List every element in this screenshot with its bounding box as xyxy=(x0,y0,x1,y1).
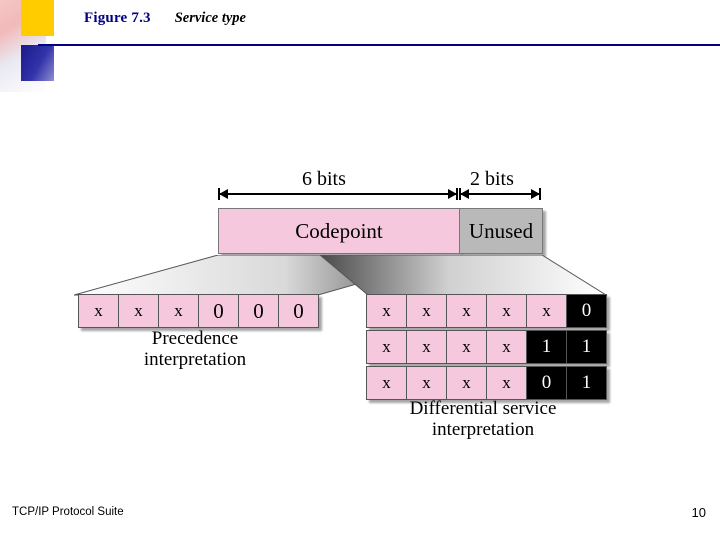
box-codepoint: Codepoint xyxy=(218,208,460,254)
bit-cell: x xyxy=(158,294,199,328)
bit-cell: x xyxy=(486,330,527,364)
bit-cell: x xyxy=(366,294,407,328)
bitrow-ds-3: x x x x 0 1 xyxy=(366,366,607,400)
caption-differential-service: Differential service interpretation xyxy=(366,398,600,440)
box-unused: Unused xyxy=(459,208,543,254)
bitrow-ds-1: x x x x x 0 xyxy=(366,294,607,328)
bit-cell: x xyxy=(486,294,527,328)
bit-cell: x xyxy=(406,330,447,364)
bit-cell: x xyxy=(526,294,567,328)
corner-yellow-block xyxy=(21,0,54,36)
label-2-bits: 2 bits xyxy=(470,168,514,190)
label-6-bits: 6 bits xyxy=(302,168,346,190)
caption-precedence: Precedence interpretation xyxy=(78,328,312,370)
bit-cell: 1 xyxy=(566,366,607,400)
caption-precedence-line2: interpretation xyxy=(143,349,247,370)
bit-cell: 1 xyxy=(526,330,567,364)
caption-precedence-line1: Precedence xyxy=(151,328,239,349)
figure-label: Figure 7.3 xyxy=(84,10,151,26)
arrow-2-bits xyxy=(459,188,541,200)
bitrow-precedence: x x x 0 0 0 xyxy=(78,294,319,328)
decorative-corner xyxy=(0,0,78,92)
corner-blue-block xyxy=(21,45,54,81)
page-title: Service type xyxy=(174,10,246,26)
bit-cell: x xyxy=(118,294,159,328)
caption-ds-line2: interpretation xyxy=(431,419,535,440)
bit-cell: x xyxy=(366,366,407,400)
bit-cell: x xyxy=(78,294,119,328)
bit-cell: x xyxy=(486,366,527,400)
funnel-right xyxy=(320,255,610,297)
bit-cell: x xyxy=(406,294,447,328)
caption-ds-line1: Differential service xyxy=(409,398,557,419)
bit-cell: 0 xyxy=(526,366,567,400)
bit-cell: x xyxy=(446,330,487,364)
footer-course-label: TCP/IP Protocol Suite xyxy=(12,506,124,518)
slide-title-row: Figure 7.3 Service type xyxy=(84,10,246,27)
bit-cell: 1 xyxy=(566,330,607,364)
bitrow-ds-2: x x x x 1 1 xyxy=(366,330,607,364)
arrow-6-bits xyxy=(218,188,458,200)
bit-cell: 0 xyxy=(566,294,607,328)
bit-cell: x xyxy=(446,366,487,400)
bit-cell: x xyxy=(366,330,407,364)
bit-cell: 0 xyxy=(238,294,279,328)
title-divider xyxy=(38,44,720,46)
bit-cell: 0 xyxy=(198,294,239,328)
bit-cell: 0 xyxy=(278,294,319,328)
bit-cell: x xyxy=(406,366,447,400)
bit-cell: x xyxy=(446,294,487,328)
page-number: 10 xyxy=(691,505,706,520)
